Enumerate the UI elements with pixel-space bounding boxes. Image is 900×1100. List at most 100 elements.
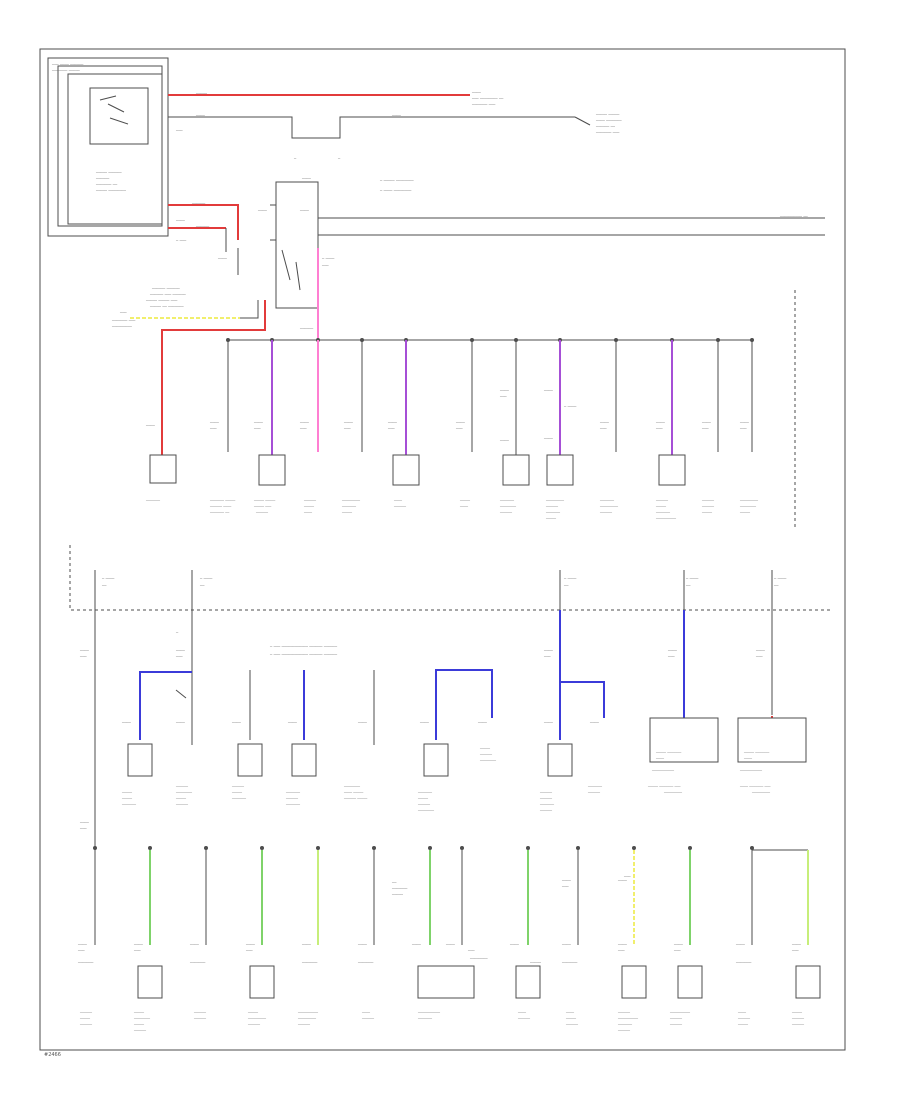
svg-text:___: ___ [455,425,463,430]
svg-text:_ ____: _ ____ [563,403,577,408]
svg-text:______: ______ [193,1008,207,1013]
svg-text:_____: _____ [195,90,208,95]
svg-text:____: ____ [701,419,712,424]
svg-text:____: ____ [175,217,186,222]
svg-text:_______: _______ [545,508,561,513]
svg-text:____: ____ [343,419,354,424]
svg-text:___: ___ [209,425,217,430]
svg-text:______: ______ [393,502,407,507]
svg-text:____: ____ [459,502,469,507]
svg-text:____: ____ [737,1008,747,1013]
svg-text:___: ___ [387,425,395,430]
svg-text:____: ____ [655,754,665,759]
svg-text:_: _ [337,155,341,160]
svg-text:_____: _____ [121,794,133,799]
svg-text:______: ______ [517,1014,531,1019]
svg-text:____: ____ [175,647,186,652]
svg-text:_ ___ ____________ ______ ___: _ ___ ____________ ______ ______ [269,651,338,656]
svg-text:______: ______ [79,1008,93,1013]
svg-text:______: ______ [737,1014,751,1019]
svg-text:_________: _________ [739,496,759,501]
svg-text:______: ______ [195,223,210,228]
svg-text:_____: _____ [655,502,667,507]
svg-text:____: ____ [543,387,554,392]
svg-text:____: ____ [253,419,264,424]
svg-text:___ ________ __: ___ ________ __ [471,95,504,100]
svg-text:____: ____ [175,719,186,724]
svg-text:____: ____ [411,941,422,946]
svg-text:______: ______ [701,502,715,507]
svg-text:_ ____: _ ____ [773,575,787,580]
svg-text:____: ____ [391,112,402,117]
svg-text:__________: __________ [655,514,677,519]
svg-text:___: ___ [175,653,183,658]
svg-text:____: ____ [303,508,313,513]
svg-text:______: ______ [175,782,189,787]
svg-text:____: ____ [543,647,554,652]
svg-text:___________: ___________ [739,766,763,771]
svg-text:_____: _____ [231,788,243,793]
svg-text:____: ____ [739,419,750,424]
diagram-frame [39,48,846,1051]
svg-text:______: ______ [565,1020,579,1025]
svg-text:_________: _________ [545,496,565,501]
svg-text:__________: __________ [297,1008,319,1013]
svg-text:____: ____ [599,419,610,424]
svg-text:____: ____ [299,207,310,212]
svg-text:______: ______ [791,1014,805,1019]
svg-text:_ ____: _ ____ [321,255,335,260]
svg-text:___: ___ [755,653,763,658]
svg-text:______: ______ [539,806,553,811]
svg-text:_ ____ ________: _ ____ ________ [379,187,412,192]
svg-text:_______: _______ [341,502,357,507]
svg-text:_______: _______ [301,959,318,964]
svg-text:_____: _____ [529,959,542,964]
diagram-ref-number: #2466 [44,1052,61,1058]
svg-text:______ __: ______ __ [595,123,616,128]
svg-text:_______: _______ [561,959,578,964]
svg-text:______: ______ [669,1020,683,1025]
svg-text:_: _ [293,155,297,160]
svg-text:_______: _______ [599,496,615,501]
svg-text:____: ____ [189,941,200,946]
svg-text:_______ __: _______ __ [95,181,118,186]
svg-text:________: ________ [175,788,193,793]
svg-text:_____ ___: _____ ___ [253,502,272,507]
svg-text:_ _____ ________: _ _____ ________ [379,177,414,182]
svg-text:_________: _________ [599,502,619,507]
svg-text:_____: _____ [565,1014,577,1019]
svg-text:_______ _____: _______ _____ [209,496,236,501]
svg-text:_____ ______: _____ ______ [95,169,122,174]
bottom-junctions [93,846,754,850]
svg-text:____: ____ [517,1008,527,1013]
svg-text:____: ____ [561,877,572,882]
svg-text:_____: _____ [737,1020,749,1025]
svg-text:_________: _________ [663,788,683,793]
svg-text:_____ ________: _____ ________ [95,187,127,192]
svg-text:________: ________ [499,502,517,507]
svg-text:_______: _______ [357,959,374,964]
svg-text:_____: _____ [79,1014,91,1019]
svg-text:____: ____ [565,1008,575,1013]
svg-text:___: ___ [175,127,183,132]
svg-text:__: __ [199,582,205,587]
svg-text:_______: _______ [499,496,515,501]
svg-text:________: ________ [739,502,757,507]
svg-text:______: ______ [617,1008,631,1013]
svg-text:______: ______ [479,750,493,755]
svg-text:___: ___ [467,947,475,952]
svg-text:___________: ___________ [651,766,675,771]
svg-text:______: ______ [133,1026,147,1031]
svg-text:___________: ___________ [417,1008,441,1013]
svg-text:____: ____ [543,719,554,724]
svg-text:_____: _____ [247,1008,259,1013]
svg-text:___: ___ [79,825,87,830]
svg-text:_________: _________ [297,1014,317,1019]
svg-text:___: ___ [119,309,127,314]
svg-text:___: ___ [253,425,261,430]
svg-text:_____: _____ [133,1020,145,1025]
svg-text:_____: _____ [701,508,713,513]
svg-text:____ _______: ____ _______ [595,117,622,122]
svg-text:_________: _________ [751,788,771,793]
fuse-distribution-block: ____ ____ ____ [257,175,319,340]
